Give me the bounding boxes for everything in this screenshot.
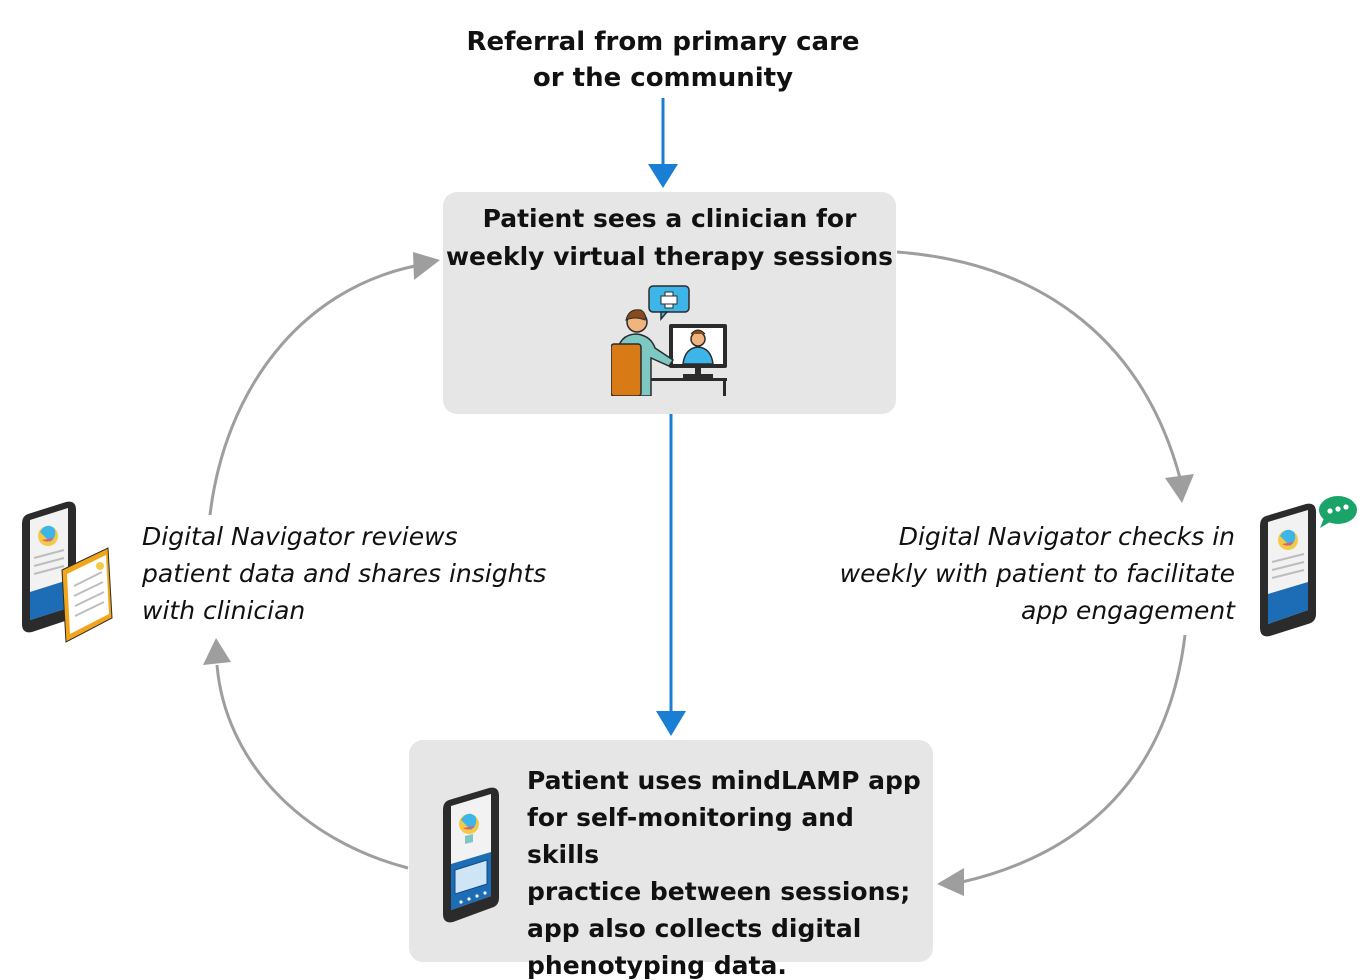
smartphone-app-icon — [443, 787, 499, 923]
review-data-note: Digital Navigator reviews patient data a… — [142, 522, 547, 625]
cycle-arrow-top-right — [896, 250, 1182, 479]
phone-with-chat-icon — [1260, 496, 1357, 637]
cycle-arrow-bottom-left — [215, 664, 409, 870]
referral-label: Referral from primary care or the commun… — [466, 27, 860, 93]
cycle-arrowhead-bottom-left — [203, 638, 231, 665]
telehealth-consultation-icon — [611, 285, 727, 396]
mindlamp-app-text: Patient uses mindLAMP app for self-monit… — [527, 766, 921, 980]
phone-with-report-icon — [22, 501, 113, 643]
cycle-arrowhead-top-left — [413, 252, 440, 280]
cycle-arrowhead-top-right — [1165, 474, 1194, 503]
referral-arrowhead — [648, 164, 678, 188]
cycle-arrow-top-left — [208, 264, 416, 516]
mindlamp-app-box: Patient uses mindLAMP app for self-monit… — [409, 740, 933, 980]
clinician-session-text: Patient sees a clinician for weekly virt… — [445, 204, 894, 271]
cycle-arrowhead-bottom-right — [937, 868, 964, 896]
session-to-app-arrowhead — [656, 711, 686, 736]
weekly-checkin-note: Digital Navigator checks in weekly with … — [839, 522, 1235, 625]
clinician-session-box: Patient sees a clinician for weekly virt… — [443, 192, 896, 414]
cycle-arrow-bottom-right — [961, 634, 1187, 884]
